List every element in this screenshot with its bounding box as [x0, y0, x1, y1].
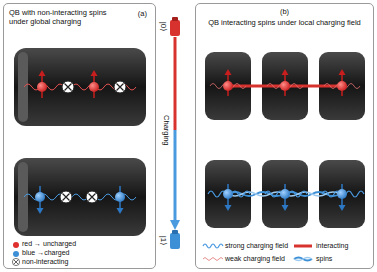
panel-tag: (b) [200, 8, 369, 17]
battery [205, 52, 365, 228]
panel-tag: (a) [138, 10, 147, 19]
panel-title: QB with non-interacting spins under glob… [9, 9, 127, 26]
panel-title: QB interacting spins under local chargin… [200, 19, 369, 28]
legend-swatch [13, 251, 19, 257]
state-label: |0⟩ [159, 22, 168, 32]
legend-swatch [13, 242, 19, 248]
axis-label: Charging [161, 115, 170, 145]
legend-text: non-interacting [22, 258, 68, 266]
legend-text: strong charging field [225, 242, 288, 250]
legend-sample [12, 258, 19, 265]
state-label: |1⟩ [159, 236, 168, 246]
spin [223, 69, 347, 211]
panel-box: (b) QB interacting spins under local char… [195, 3, 374, 269]
legend-text: interacting [316, 242, 348, 250]
spin [37, 70, 126, 98]
charging-arrow [170, 17, 180, 249]
legend-text: red → uncharged [22, 240, 76, 248]
battery [14, 48, 146, 236]
legend-text: weak charging field [225, 255, 285, 263]
spin [35, 186, 125, 214]
legend-text: blue →charged [22, 249, 69, 257]
legend-text: spins [316, 255, 332, 263]
panel-box: (a) QB with non-interacting spins under g… [3, 3, 156, 269]
